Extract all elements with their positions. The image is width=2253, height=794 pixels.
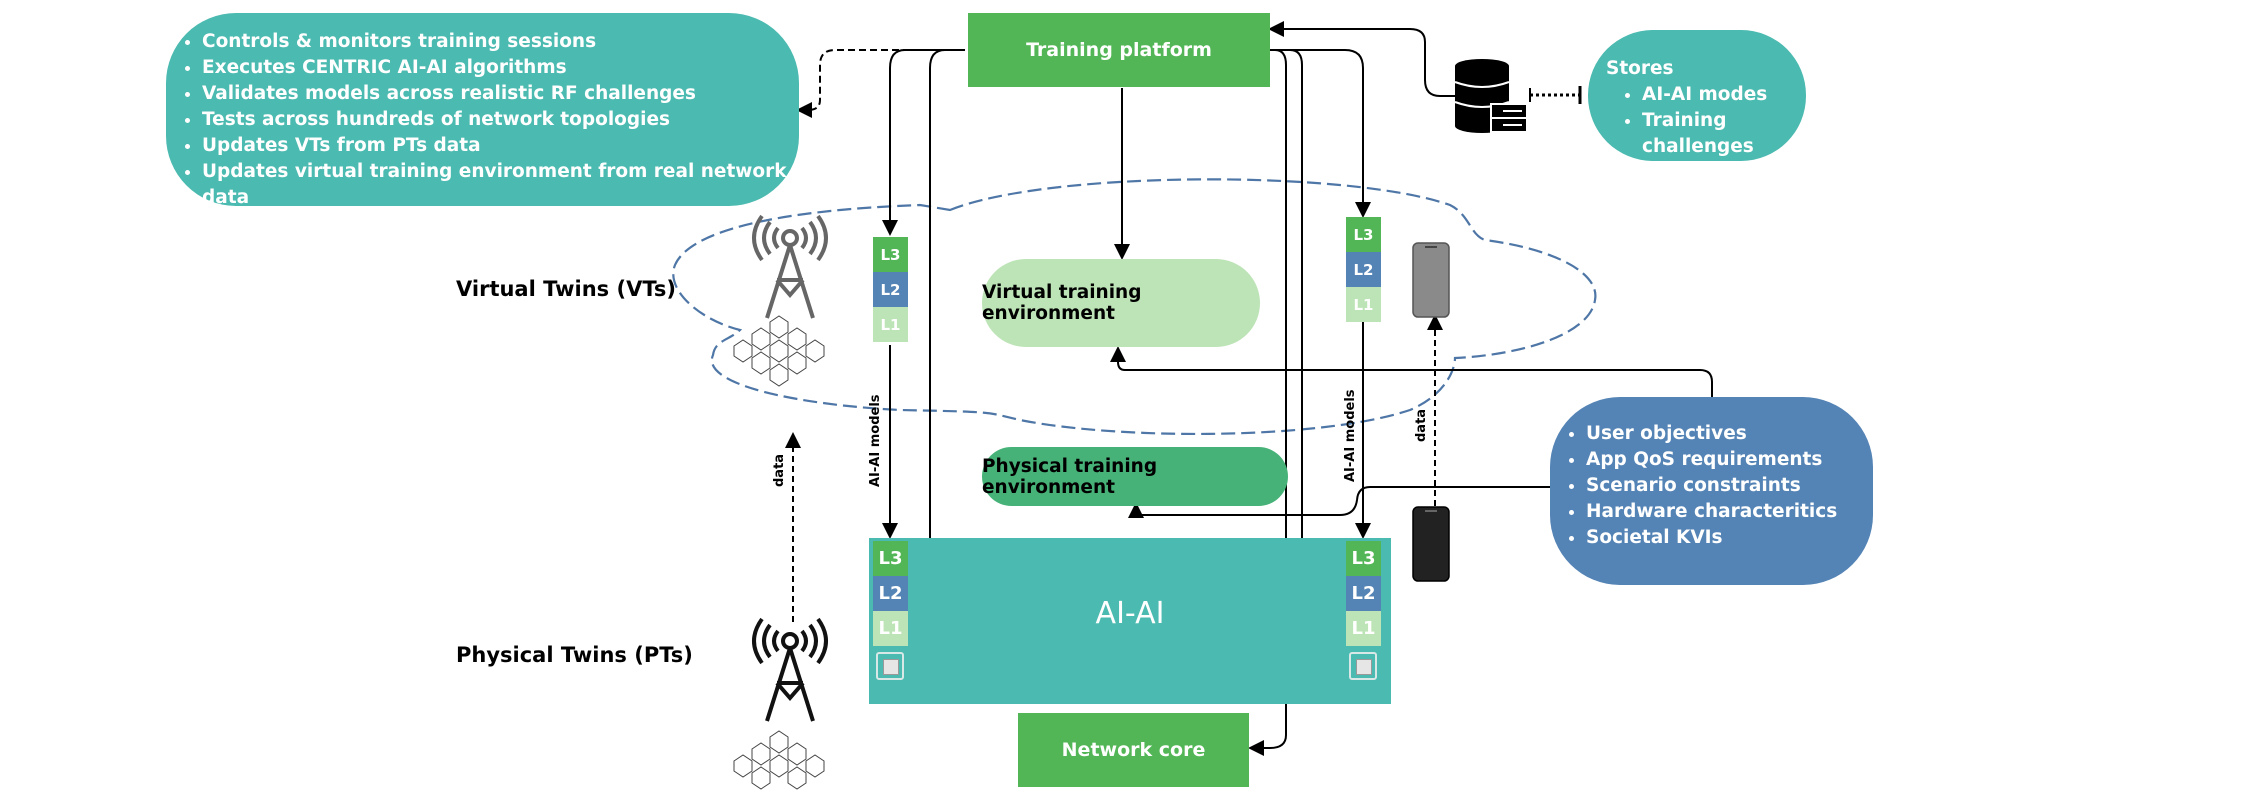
requirements-to-virtual-env-line	[1110, 346, 1713, 397]
virtual-twins-label: Virtual Twins (VTs)	[456, 277, 676, 301]
pt-left-layer-l1[interactable]: L1	[873, 611, 908, 646]
db-to-platform-line	[1268, 21, 1480, 97]
feature-item: Tests across hundreds of network topolog…	[202, 107, 799, 133]
physical-training-environment[interactable]: Physical training environment	[982, 447, 1288, 506]
stores-box: Stores AI-AI modes Training challenges	[1588, 30, 1806, 161]
edge-label-data-right: data	[1414, 408, 1429, 442]
pt-cell-tower-icon	[752, 617, 828, 722]
vt-smartphone-icon	[1412, 242, 1450, 318]
virtual-env-label: Virtual training environment	[982, 282, 1142, 324]
pt-left-processor-chip-icon	[876, 652, 904, 680]
vt-right-layer-l3[interactable]: L3	[1346, 217, 1381, 252]
platform-to-pt-left-l2-line	[908, 49, 965, 601]
pt-smartphone-icon	[1412, 506, 1450, 582]
feature-item: Executes CENTRIC AI-AI algorithms	[202, 55, 799, 81]
ai-ai-box[interactable]: AI-AI	[869, 538, 1391, 704]
edge-label-data-left: data	[772, 453, 787, 487]
vt-left-layer-l3[interactable]: L3	[873, 237, 908, 272]
stores-title: Stores	[1606, 58, 1674, 79]
vt-left-layer-l2[interactable]: L2	[873, 272, 908, 307]
training-platform-box[interactable]: Training platform	[968, 13, 1270, 87]
vt-right-layer-l2[interactable]: L2	[1346, 252, 1381, 287]
requirement-item: App QoS requirements	[1586, 447, 1873, 473]
vt-hexagon-cells-icon	[733, 315, 825, 387]
requirement-item: Scenario constraints	[1586, 473, 1873, 499]
requirement-item: Hardware characteritics	[1586, 499, 1873, 525]
vt-cell-tower-icon	[752, 214, 828, 319]
stores-item: Training challenges	[1642, 108, 1806, 160]
platform-to-vt-left-line	[882, 49, 965, 236]
pt-left-layer-l2[interactable]: L2	[873, 576, 908, 611]
requirements-box: User objectives App QoS requirements Sce…	[1550, 397, 1873, 585]
pt-right-layer-l3[interactable]: L3	[1346, 541, 1381, 576]
pt-hexagon-cells-icon	[733, 730, 825, 790]
network-core-label: Network core	[1061, 739, 1206, 761]
training-platform-label: Training platform	[1026, 39, 1212, 61]
ai-ai-label: AI-AI	[1095, 596, 1165, 631]
pt-right-processor-chip-icon	[1349, 652, 1377, 680]
feature-item: Validates models across realistic RF cha…	[202, 81, 799, 107]
physical-env-label: Physical training environment	[982, 455, 1158, 498]
virtual-training-environment[interactable]: Virtual training environment	[982, 259, 1260, 347]
virtual-twins-cloud	[672, 178, 1597, 436]
edge-label-models-left: AI-AI models	[868, 394, 883, 487]
edge-label-models-right: AI-AI models	[1343, 389, 1358, 482]
database-server-icon	[1454, 59, 1528, 133]
feature-item: Updates virtual training environment fro…	[202, 159, 799, 211]
network-core-box[interactable]: Network core	[1018, 713, 1249, 787]
pt-right-layer-l1[interactable]: L1	[1346, 611, 1381, 646]
platform-to-features-arrow	[796, 49, 965, 118]
requirements-to-physical-env-line	[1128, 486, 1550, 518]
requirement-item: User objectives	[1586, 421, 1873, 447]
pt-right-layer-l2[interactable]: L2	[1346, 576, 1381, 611]
feature-item: Updates VTs from PTs data	[202, 133, 799, 159]
physical-twins-label: Physical Twins (PTs)	[456, 643, 693, 667]
platform-to-pt-right-l2-line	[1265, 49, 1338, 601]
stores-item: AI-AI modes	[1642, 82, 1806, 108]
pt-left-layer-l3[interactable]: L3	[873, 541, 908, 576]
vt-right-layer-l1[interactable]: L1	[1346, 287, 1381, 322]
feature-item: Controls & monitors training sessions	[202, 29, 799, 55]
requirement-item: Societal KVIs	[1586, 525, 1873, 551]
platform-features-box: Controls & monitors training sessions Ex…	[166, 13, 799, 208]
vt-left-layer-l1[interactable]: L1	[873, 307, 908, 342]
platform-to-vt-right-line	[1265, 49, 1371, 218]
